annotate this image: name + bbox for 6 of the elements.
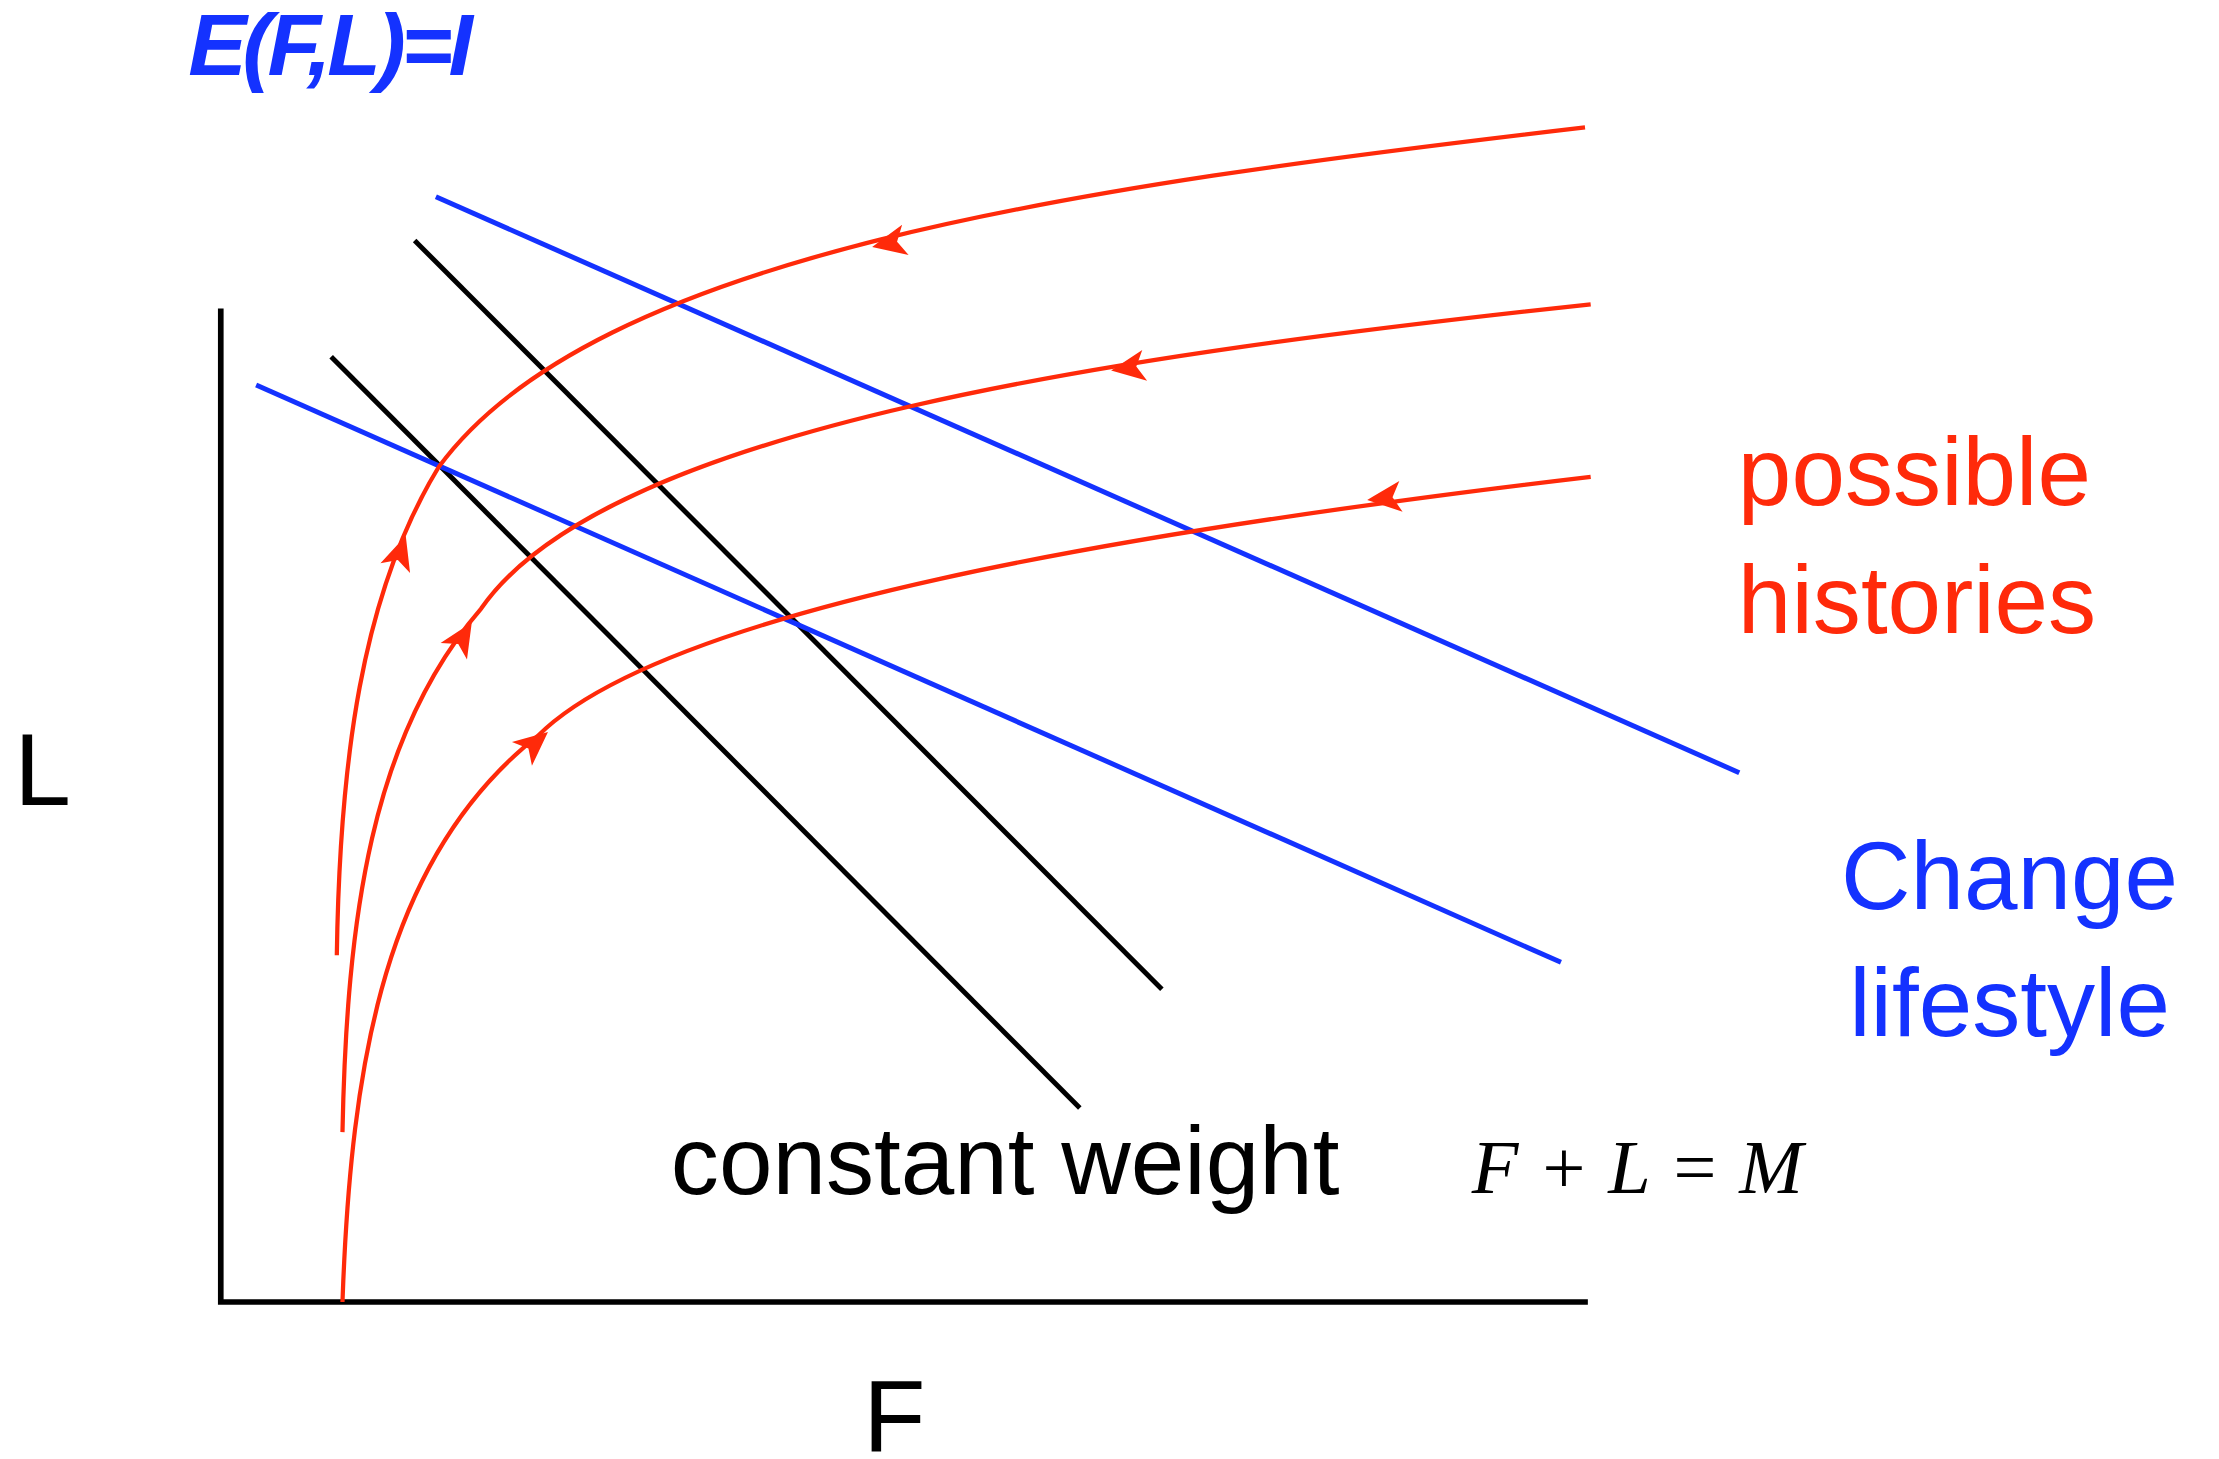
- axis-label: F: [863, 1359, 926, 1459]
- equation-label: E(F,L)=I: [188, 0, 469, 96]
- curve-label: constant weight: [670, 1105, 1340, 1217]
- curve-label: possible histories: [1737, 416, 2098, 655]
- axis-label: L: [14, 712, 71, 829]
- curve-label: Change lifestyle: [1840, 819, 2180, 1058]
